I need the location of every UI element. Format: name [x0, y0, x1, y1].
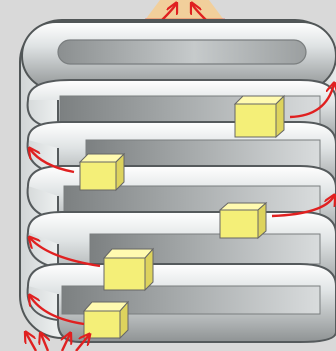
- box-icon: [84, 302, 128, 338]
- straight-arrow-icon: [26, 333, 36, 351]
- box-icon: [104, 249, 153, 290]
- box-icon: [235, 96, 284, 137]
- box-icon: [220, 203, 266, 238]
- straight-arrow-icon: [41, 334, 48, 351]
- level-5: [28, 264, 336, 342]
- top-inlet: [145, 0, 225, 20]
- box-icon: [80, 154, 124, 190]
